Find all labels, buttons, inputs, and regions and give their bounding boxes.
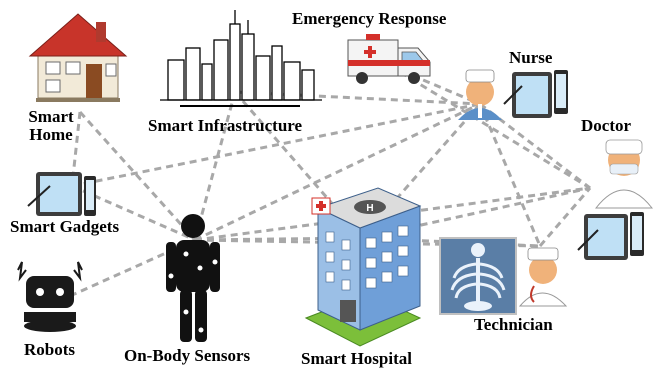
doctor-label: Doctor xyxy=(581,116,632,135)
smart-home-icon xyxy=(28,13,128,102)
hospital-icon: H xyxy=(304,187,422,347)
smart-home-label-line2: Home xyxy=(29,125,73,144)
connection-line-home-sensors xyxy=(78,110,197,242)
connection-line-sensors-doctor xyxy=(194,186,591,242)
tablet-icon xyxy=(503,72,552,118)
phone-icon xyxy=(630,212,644,256)
tablet-icon xyxy=(27,172,82,216)
smart-infrastructure-label: Smart Infrastructure xyxy=(148,116,303,135)
robot-icon xyxy=(17,261,83,332)
connection-line-gadgets-nurse xyxy=(71,102,481,188)
phone-icon xyxy=(554,70,568,114)
on-body-sensors-label: On-Body Sensors xyxy=(124,346,251,365)
smart-gadgets-label: Smart Gadgets xyxy=(10,217,120,236)
connection-line-technician-doctor xyxy=(538,187,592,247)
city-skyline-icon xyxy=(160,10,322,107)
technician-label: Technician xyxy=(474,315,553,334)
technician-icon xyxy=(518,247,568,307)
connection-line-sensors-nurse xyxy=(194,102,481,242)
connection-line-ambulance-doctor xyxy=(389,64,591,190)
robots-label: Robots xyxy=(24,340,76,359)
person-sensors-icon xyxy=(166,214,220,342)
emergency-response-label: Emergency Response xyxy=(292,9,447,28)
phone-icon xyxy=(84,176,96,216)
tablet-icon xyxy=(577,214,628,260)
connection-line-gadgets-sensors xyxy=(71,184,196,242)
smart-home-label-line1: Smart xyxy=(28,107,74,126)
xray-icon xyxy=(439,237,517,315)
svg-text:H: H xyxy=(366,203,373,214)
nurse-icon xyxy=(458,69,502,120)
doctor-icon xyxy=(594,139,654,209)
smart-hospital-label: Smart Hospital xyxy=(301,349,412,368)
nurse-label: Nurse xyxy=(509,48,553,67)
smart-home-label: Smart Home xyxy=(18,108,84,144)
ambulance-icon xyxy=(347,34,431,84)
connection-line-nurse-technician xyxy=(478,103,542,247)
connection-line-infra-sensors xyxy=(193,91,237,241)
